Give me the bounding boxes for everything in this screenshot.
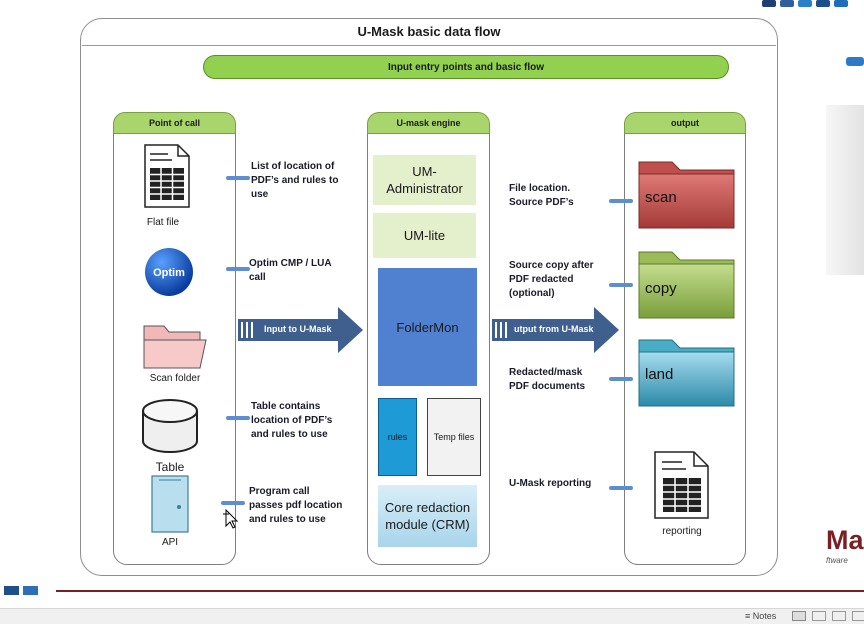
engine-header: U-mask engine bbox=[367, 112, 490, 134]
note-line: Redacted/mask bbox=[509, 367, 583, 378]
notes-icon: ≡ bbox=[745, 611, 753, 621]
notes-toggle[interactable]: ≡ Notes bbox=[745, 611, 776, 621]
normal-view-button[interactable] bbox=[792, 611, 806, 621]
scan-note: File location. Source PDF’s bbox=[509, 182, 619, 210]
reporting-label: reporting bbox=[662, 526, 702, 537]
optim-logo-text: Optim bbox=[153, 267, 185, 279]
reporting-document-icon bbox=[654, 451, 709, 519]
connector-line bbox=[609, 199, 633, 203]
note-line: Optim CMP / LUA bbox=[249, 258, 332, 269]
output-header: output bbox=[624, 112, 746, 134]
connector-line bbox=[226, 176, 250, 180]
slide-sorter-view-button[interactable] bbox=[812, 611, 826, 621]
note-line: PDF redacted bbox=[509, 274, 574, 285]
land-folder-output-icon bbox=[638, 339, 735, 407]
note-line: Table contains bbox=[251, 401, 321, 412]
note-line: Program call bbox=[249, 486, 310, 497]
note-line: U-Mask reporting bbox=[509, 478, 592, 489]
slide-corner-decoration bbox=[762, 0, 848, 7]
copy-folder-output-icon bbox=[638, 251, 735, 319]
box-line: UM- bbox=[412, 164, 437, 179]
optim-note: Optim CMP / LUA call bbox=[249, 257, 369, 285]
brand-logo-fragment: Mar bbox=[826, 525, 864, 555]
temp-files-box: Temp files bbox=[427, 398, 481, 476]
point-of-call-header: Point of call bbox=[113, 112, 236, 134]
rules-box: rules bbox=[378, 398, 417, 476]
box-line: module (CRM) bbox=[385, 517, 470, 532]
table-note: Table contains location of PDF’s and rul… bbox=[251, 400, 371, 442]
reading-view-button[interactable] bbox=[832, 611, 846, 621]
slide-edge-shade bbox=[826, 105, 864, 275]
note-line: PDF’s and rules to bbox=[251, 175, 339, 186]
connector-line bbox=[609, 486, 633, 490]
output-arrow-label: utput from U-Mask bbox=[514, 324, 594, 334]
land-folder-output-label: land bbox=[645, 366, 674, 383]
input-arrow-label: Input to U-Mask bbox=[264, 324, 332, 334]
land-note: Redacted/mask PDF documents bbox=[509, 366, 619, 394]
mouse-cursor-icon bbox=[223, 508, 239, 529]
note-line: location of PDF’s bbox=[251, 415, 333, 426]
slideshow-view-button[interactable] bbox=[852, 611, 864, 621]
diagram-title: U-Mask basic data flow bbox=[357, 24, 501, 39]
table-database-icon bbox=[142, 399, 198, 453]
slide-footer-decoration bbox=[4, 586, 38, 595]
connector-line bbox=[226, 267, 250, 271]
scan-folder-output-label: scan bbox=[645, 189, 677, 206]
connector-line bbox=[609, 377, 633, 381]
optim-logo: Optim bbox=[145, 248, 193, 296]
table-label: Table bbox=[155, 460, 185, 474]
scan-folder-label: Scan folder bbox=[149, 373, 201, 384]
title-divider bbox=[82, 45, 776, 46]
scan-folder-output-icon bbox=[638, 161, 735, 229]
note-line: call bbox=[249, 272, 266, 283]
note-line: (optional) bbox=[509, 288, 555, 299]
notes-label: Notes bbox=[752, 611, 777, 621]
note-line: Source copy after bbox=[509, 260, 594, 271]
note-line: File location. bbox=[509, 183, 571, 194]
connector-line bbox=[609, 283, 633, 287]
flat-file-note: List of location of PDF’s and rules to u… bbox=[251, 160, 371, 202]
flat-file-label: Flat file bbox=[146, 217, 180, 228]
api-server-icon bbox=[151, 475, 189, 533]
box-line: Administrator bbox=[386, 181, 463, 196]
copy-note: Source copy after PDF redacted (optional… bbox=[509, 259, 619, 301]
note-line: PDF documents bbox=[509, 381, 586, 392]
copy-folder-output-label: copy bbox=[645, 280, 677, 297]
note-line: Source PDF’s bbox=[509, 197, 574, 208]
box-line: Core redaction bbox=[384, 500, 471, 515]
input-arrow bbox=[238, 307, 363, 353]
foldermon-box: FolderMon bbox=[378, 268, 477, 386]
note-line: and rules to use bbox=[249, 514, 326, 525]
note-line: and rules to use bbox=[251, 429, 328, 440]
flat-file-icon bbox=[144, 144, 190, 208]
entry-points-banner: Input entry points and basic flow bbox=[203, 55, 729, 79]
status-bar bbox=[0, 608, 864, 624]
reporting-note: U-Mask reporting bbox=[509, 477, 619, 491]
note-line: List of location of bbox=[251, 161, 335, 172]
scan-folder-icon bbox=[143, 325, 207, 369]
note-line: use bbox=[251, 189, 269, 200]
note-line: passes pdf location bbox=[249, 500, 343, 511]
connector-line bbox=[226, 416, 250, 420]
output-arrow bbox=[492, 307, 619, 353]
slide-edge-accent bbox=[846, 57, 864, 66]
api-note: Program call passes pdf location and rul… bbox=[249, 485, 369, 527]
footer-rule bbox=[56, 590, 864, 592]
brand-logo-subtext: ftware bbox=[826, 556, 848, 565]
connector-line bbox=[221, 501, 245, 505]
um-administrator-box: UM- Administrator bbox=[373, 155, 476, 205]
core-redaction-module-box: Core redaction module (CRM) bbox=[378, 485, 477, 547]
api-label: API bbox=[161, 537, 179, 548]
um-lite-box: UM-lite bbox=[373, 213, 476, 258]
